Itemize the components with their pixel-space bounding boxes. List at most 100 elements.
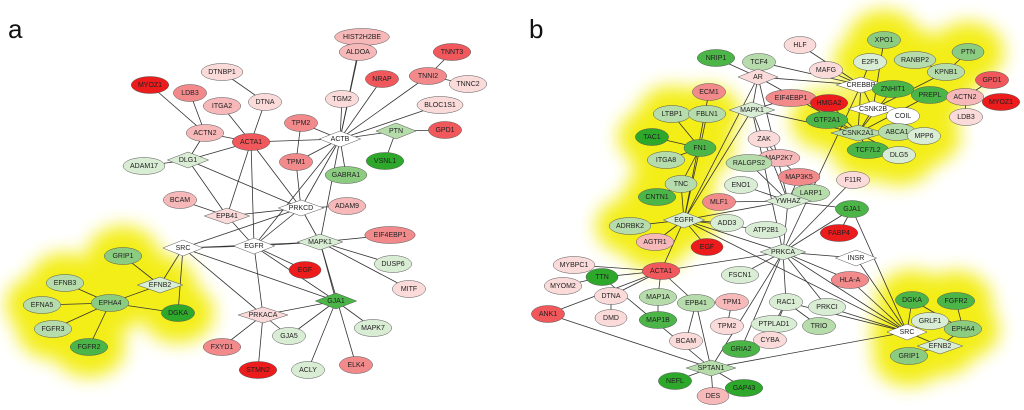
node-egfr[interactable]: EGFR xyxy=(232,237,276,255)
node-egf[interactable]: EGF xyxy=(288,261,322,279)
node-mafg[interactable]: MAFG xyxy=(809,61,843,79)
node-elk4[interactable]: ELK4 xyxy=(339,356,373,374)
node-dmd[interactable]: DMD xyxy=(594,309,628,327)
node-fgfr2[interactable]: FGFR2 xyxy=(70,338,108,356)
node-trio[interactable]: TRIO xyxy=(802,317,836,335)
node-cyba[interactable]: CYBA xyxy=(753,331,787,349)
node-gtf2a1[interactable]: GTF2A1 xyxy=(805,111,849,129)
node-src[interactable]: SRC xyxy=(162,239,204,257)
node-acta1[interactable]: ACTA1 xyxy=(232,133,270,151)
node-actn2[interactable]: ACTN2 xyxy=(946,88,984,106)
node-dtnbp1[interactable]: DTNBP1 xyxy=(200,63,244,81)
node-fabp4[interactable]: FABP4 xyxy=(820,224,858,242)
node-dtna[interactable]: DTNA xyxy=(248,93,282,111)
node-map1b[interactable]: MAP1B xyxy=(639,311,677,329)
node-gja1[interactable]: GJA1 xyxy=(835,200,869,218)
node-gpd1[interactable]: GPD1 xyxy=(428,121,462,139)
node-adam17[interactable]: ADAM17 xyxy=(122,157,166,175)
node-actb[interactable]: ACTB xyxy=(318,130,362,148)
node-src[interactable]: SRC xyxy=(886,323,928,341)
node-ptn[interactable]: PTN xyxy=(951,43,985,61)
node-efnb3[interactable]: EFNB3 xyxy=(46,274,84,292)
node-tac1[interactable]: TAC1 xyxy=(635,128,669,146)
node-fgfr3[interactable]: FGFR3 xyxy=(34,320,72,338)
node-sptan1[interactable]: SPTAN1 xyxy=(685,359,737,377)
node-dlg5[interactable]: DLG5 xyxy=(882,146,916,164)
node-egf[interactable]: EGF xyxy=(690,238,724,256)
node-fn1[interactable]: FN1 xyxy=(683,139,717,157)
node-itga8[interactable]: ITGA8 xyxy=(647,151,685,169)
node-epha4[interactable]: EPHA4 xyxy=(944,320,982,338)
node-prkca[interactable]: PRKCA xyxy=(759,243,807,261)
node-prepl[interactable]: PREPL xyxy=(911,86,949,104)
node-ralgps2[interactable]: RALGPS2 xyxy=(725,154,773,172)
node-acta1[interactable]: ACTA1 xyxy=(642,262,680,280)
node-ranbp2[interactable]: RANBP2 xyxy=(893,51,937,69)
node-map1a[interactable]: MAP1A xyxy=(639,288,677,306)
node-tnni2[interactable]: TNNI2 xyxy=(409,67,447,85)
node-hlf[interactable]: HLF xyxy=(783,36,817,54)
node-itga2[interactable]: ITGA2 xyxy=(203,97,241,115)
node-aldoa[interactable]: ALDOA xyxy=(339,43,377,61)
node-nrap[interactable]: NRAP xyxy=(365,70,399,88)
node-xpo1[interactable]: XPO1 xyxy=(867,31,901,49)
node-tcf7l2[interactable]: TCF7L2 xyxy=(846,141,890,159)
node-dusp6[interactable]: DUSP6 xyxy=(374,255,412,273)
node-tnnt3[interactable]: TNNT3 xyxy=(433,43,471,61)
node-actn2[interactable]: ACTN2 xyxy=(186,124,224,142)
node-myoz1[interactable]: MYOZ1 xyxy=(982,93,1020,111)
node-cntn1[interactable]: CNTN1 xyxy=(638,188,676,206)
node-ank1[interactable]: ANK1 xyxy=(531,305,565,323)
node-epb41[interactable]: EPB41 xyxy=(677,294,715,312)
node-hist2h2be[interactable]: HIST2H2BE xyxy=(334,28,390,46)
node-dgka[interactable]: DGKA xyxy=(161,304,195,322)
node-tnnc2[interactable]: TNNC2 xyxy=(449,75,487,93)
node-adam9[interactable]: ADAM9 xyxy=(328,197,366,215)
node-ttn[interactable]: TTN xyxy=(585,268,619,286)
node-prkci[interactable]: PRKCI xyxy=(808,298,846,316)
node-grip1[interactable]: GRIP1 xyxy=(104,247,142,265)
node-eif4ebp1[interactable]: EIF4EBP1 xyxy=(765,89,817,107)
node-efna5[interactable]: EFNA5 xyxy=(23,296,61,314)
node-gja1[interactable]: GJA1 xyxy=(314,292,358,310)
node-tpm2[interactable]: TPM2 xyxy=(284,114,318,132)
node-dtna[interactable]: DTNA xyxy=(594,287,628,305)
node-kpnb1[interactable]: KPNB1 xyxy=(927,63,965,81)
node-epb41[interactable]: EPB41 xyxy=(203,207,251,225)
node-ptplad1[interactable]: PTPLAD1 xyxy=(750,315,798,333)
node-bcam[interactable]: BCAM xyxy=(669,332,703,350)
node-add3[interactable]: ADD3 xyxy=(710,214,744,232)
node-ptn[interactable]: PTN xyxy=(375,122,417,140)
node-nefl[interactable]: NEFL xyxy=(658,372,692,390)
node-fxyd1[interactable]: FXYD1 xyxy=(203,338,241,356)
node-fbln1[interactable]: FBLN1 xyxy=(688,105,726,123)
node-mitf[interactable]: MITF xyxy=(392,280,426,298)
node-grip1[interactable]: GRIP1 xyxy=(890,347,928,365)
node-zak[interactable]: ZAK xyxy=(747,130,781,148)
node-ywhaz[interactable]: YWHAZ xyxy=(764,192,812,210)
node-nrip1[interactable]: NRIP1 xyxy=(697,49,735,67)
node-dlg1[interactable]: DLG1 xyxy=(166,151,210,169)
node-insr[interactable]: INSR xyxy=(834,249,878,267)
node-fgfr2[interactable]: FGFR2 xyxy=(937,292,975,310)
node-map3k5[interactable]: MAP3K5 xyxy=(777,168,821,186)
node-fscn1[interactable]: FSCN1 xyxy=(721,266,759,284)
node-bloc1s1[interactable]: BLOC1S1 xyxy=(416,96,464,114)
node-ecm1[interactable]: ECM1 xyxy=(692,83,726,101)
node-prkaca[interactable]: PRKACA xyxy=(237,306,289,324)
node-tpm1[interactable]: TPM1 xyxy=(715,293,749,311)
node-eif4ebp1[interactable]: EIF4EBP1 xyxy=(364,226,416,244)
node-gabra1[interactable]: GABRA1 xyxy=(324,166,368,184)
node-rac1[interactable]: RAC1 xyxy=(769,293,803,311)
node-mapk7[interactable]: MAPK7 xyxy=(354,319,392,337)
node-dgka[interactable]: DGKA xyxy=(895,291,929,309)
node-atp2b1[interactable]: ATP2B1 xyxy=(744,221,788,239)
node-ldb3[interactable]: LDB3 xyxy=(949,108,983,126)
node-larp1[interactable]: LARP1 xyxy=(792,184,830,202)
node-gria2[interactable]: GRIA2 xyxy=(722,340,760,358)
node-tcf4[interactable]: TCF4 xyxy=(742,53,776,71)
node-myom2[interactable]: MYOM2 xyxy=(544,277,582,295)
node-epha4[interactable]: EPHA4 xyxy=(91,294,129,312)
node-vsnl1[interactable]: VSNL1 xyxy=(366,152,404,170)
node-mpp6[interactable]: MPP6 xyxy=(907,127,941,145)
